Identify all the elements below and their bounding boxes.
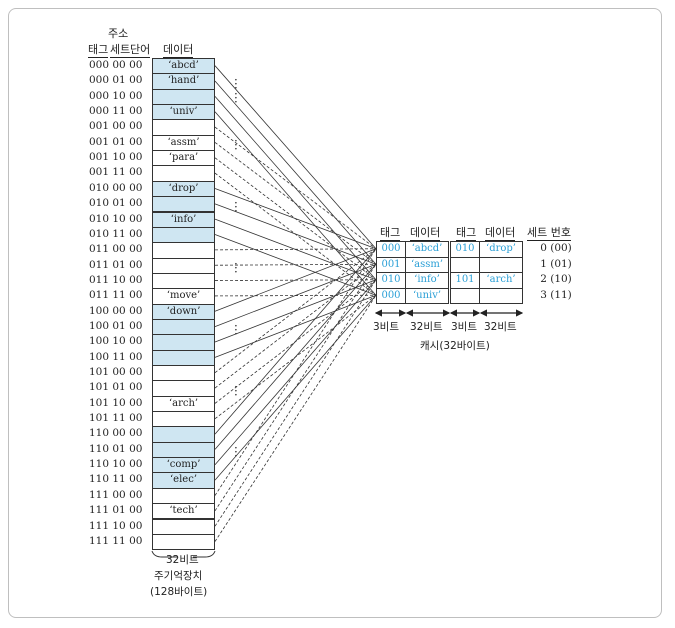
mapping-line [214,248,377,373]
data2-width-label: 32비트 [484,321,517,333]
word-header: 단어 [130,43,151,58]
memory-address: 011 10 00 [89,273,143,286]
memory-address: 100 00 00 [89,304,143,317]
memory-address: 001 00 00 [89,120,143,133]
memory-address: 111 00 00 [89,488,143,501]
mapping-line [214,264,377,512]
memory-address: 101 00 00 [89,366,143,378]
tag1-width-label: 3비트 [373,321,400,333]
cache-data1-cell: ‘univ’ [405,287,449,304]
memory-address: 011 01 00 [89,258,143,271]
memory-address: 000 11 00 [89,105,143,118]
memory-address: 110 10 00 [89,458,143,471]
mapping-line [214,263,377,266]
ellipsis-dots: ··· [234,134,238,157]
data1-width-label: 32비트 [410,321,443,333]
memory-address: 101 01 00 [89,381,143,394]
figure-frame [8,8,662,618]
mapping-line [214,65,377,250]
memory-address: 001 10 00 [89,151,143,164]
cache-set-number: 0 (00) [540,242,572,254]
memory-address: 010 10 00 [89,212,143,225]
set-header: 세트 [110,43,131,58]
memory-cell: ‘univ’ [152,104,215,121]
memory-address: 110 11 00 [89,473,143,486]
memory-address: 000 10 00 [89,89,143,102]
mapping-line [214,188,377,250]
memory-address: 100 01 00 [89,319,143,332]
cache-set-number: 1 (01) [540,257,572,270]
mapping-line [214,248,377,312]
cache-tag-header-1: 태그 [380,226,401,241]
memory-address: 010 01 00 [89,197,143,210]
ellipsis-dots: ··· [234,72,238,95]
ellipsis-dots: ··· [234,195,238,218]
memory-address: 010 00 00 [89,181,143,194]
memory-address: 100 10 00 [89,335,143,348]
memory-address: 000 00 00 [89,59,143,71]
memory-address: 111 10 00 [89,519,143,532]
mapping-line [214,263,377,327]
memory-width-label: 32비트 [166,554,199,566]
cache-set-header: 세트 번호 [527,226,571,241]
mapping-line [214,248,377,435]
memory-address: 011 11 00 [89,289,143,302]
memory-address: 001 01 00 [89,135,143,148]
mapping-line [214,142,377,265]
cache-data2-cell [479,287,523,304]
cache-data-header-2: 데이터 [485,226,516,241]
mapping-line [214,248,377,251]
mapping-line [214,203,377,265]
memory-name-label: 주기억장치 [154,570,203,582]
memory-address: 010 11 00 [89,227,143,240]
ellipsis-dots: ··· [234,318,238,341]
memory-address: 111 01 00 [89,504,143,517]
memory-address: 001 11 00 [89,166,143,179]
mapping-line [214,295,377,542]
memory-address: 011 00 00 [89,243,143,256]
memory-cell [152,533,215,551]
cache-set-number: 2 (10) [540,273,572,285]
cache-data-header-1: 데이터 [410,226,441,241]
memory-address: 100 11 00 [89,350,143,363]
mapping-line [214,263,377,389]
address-header: 주소 [108,27,129,40]
ellipsis-dots: ··· [234,86,238,109]
memory-address: 110 00 00 [89,427,143,440]
ellipsis-dots: ··· [234,257,238,280]
memory-address: 101 11 00 [89,412,143,425]
memory-address: 101 10 00 [89,396,143,409]
tag-header: 태그 [88,43,109,58]
ellipsis-dots: ··· [234,379,238,402]
memory-address: 000 01 00 [89,74,143,87]
cache-caption: 캐시(32바이트) [420,340,490,352]
memory-address: 111 11 00 [89,534,143,547]
data-header: 데이터 [163,43,194,58]
mapping-line [214,80,377,265]
mapping-line [214,263,377,450]
memory-size-label: (128바이트) [150,586,208,598]
ellipsis-dots: ··· [234,441,238,464]
tag2-width-label: 3비트 [451,321,478,333]
memory-address: 110 01 00 [89,442,143,455]
mapping-line [214,279,377,527]
cache-set-number: 3 (11) [540,288,572,301]
mapping-line [214,248,377,496]
mapping-line [214,126,377,250]
cache-tag-header-2: 태그 [456,226,477,241]
